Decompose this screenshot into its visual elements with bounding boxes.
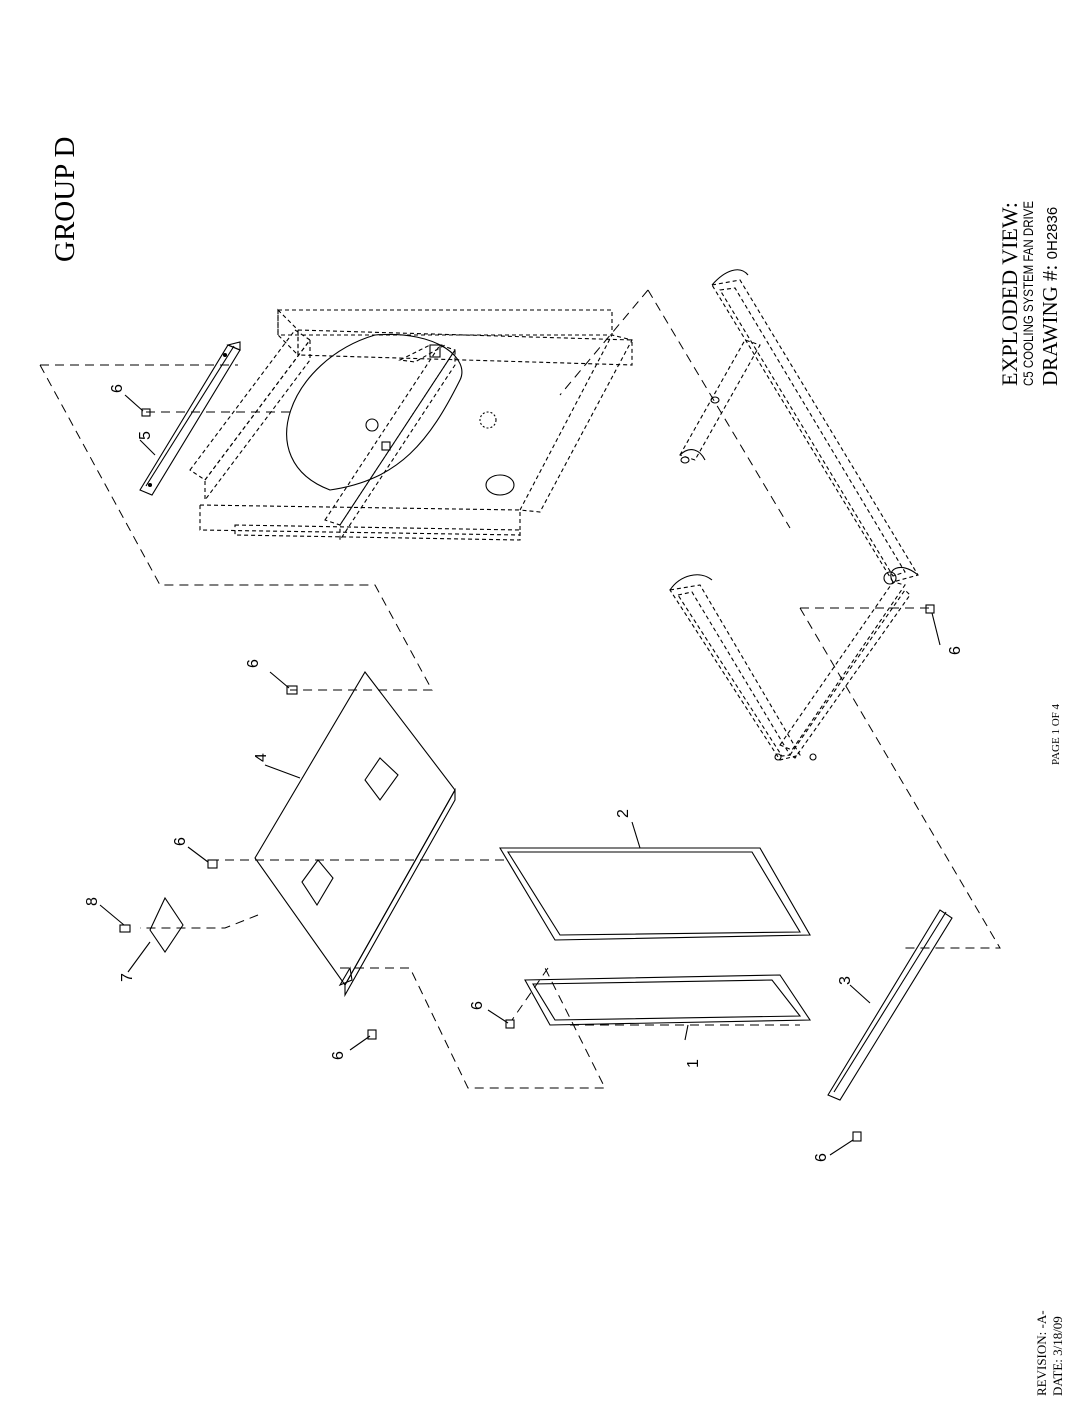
callout-7: 7 xyxy=(119,973,136,982)
base-frame xyxy=(670,280,918,760)
base-frame-breaks xyxy=(670,270,918,760)
title-block-heading: EXPLODED VIEW: xyxy=(998,202,1022,386)
callout-6-e: 6 xyxy=(469,1001,486,1010)
part-1-channel xyxy=(525,975,810,1025)
revision-label: REVISION: -A- xyxy=(1034,1310,1049,1396)
part-3-rail xyxy=(828,910,952,1100)
group-title: GROUP D xyxy=(48,137,82,262)
title-block-drawing-number: DRAWING #: 0H2836 xyxy=(1038,207,1065,386)
revision-date: DATE: 3/18/09 xyxy=(1050,1316,1065,1396)
callout-8: 8 xyxy=(84,897,101,906)
callout-6-a: 6 xyxy=(109,384,126,393)
drawing-number-label: DRAWING #: xyxy=(1038,265,1062,386)
part-2-channel xyxy=(500,848,810,940)
part-7-cover-plate xyxy=(150,898,183,952)
assembly-guide-lines xyxy=(40,290,1000,1088)
callout-1: 1 xyxy=(685,1059,702,1068)
part-8-screw xyxy=(100,905,130,932)
callout-4: 4 xyxy=(253,753,270,762)
callout-6-g: 6 xyxy=(813,1153,830,1162)
part-4-plate xyxy=(255,672,455,995)
callout-6-d: 6 xyxy=(947,646,964,655)
callouts: 1 2 3 4 5 6 6 6 6 6 6 6 7 8 xyxy=(84,384,964,1162)
callout-3: 3 xyxy=(837,976,854,985)
callout-2: 2 xyxy=(615,809,632,818)
callout-6-f: 6 xyxy=(330,1051,347,1060)
fan-shroud-assembly xyxy=(190,310,632,540)
callout-5: 5 xyxy=(137,431,154,440)
title-block-subtitle: C5 COOLING SYSTEM FAN DRIVE xyxy=(1020,201,1036,386)
page-number: PAGE 1 OF 4 xyxy=(1050,704,1063,765)
callout-6-b: 6 xyxy=(245,659,262,668)
part-6-screws xyxy=(125,395,940,1155)
callout-6-c: 6 xyxy=(172,837,189,846)
leader-lines xyxy=(128,440,870,1040)
drawing-number-value: 0H2836 xyxy=(1044,207,1061,260)
